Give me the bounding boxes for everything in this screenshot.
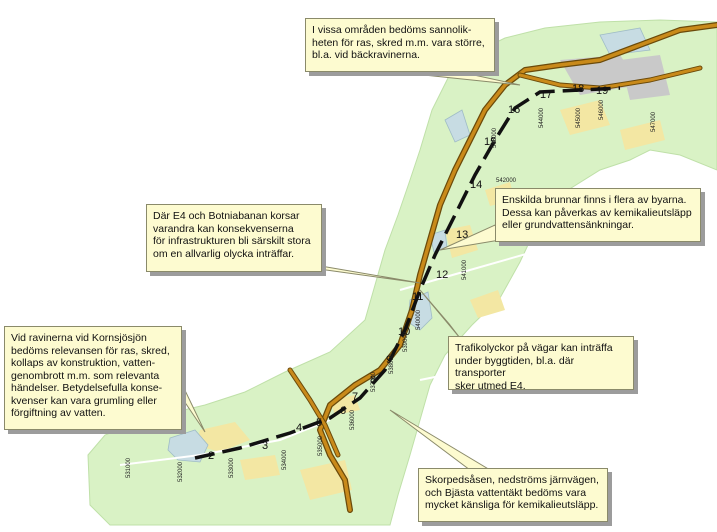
section-label: 3 <box>262 440 268 452</box>
section-label: 4 <box>296 422 302 434</box>
coordinate-label: 542000 <box>496 178 517 184</box>
section-label: 13 <box>456 229 468 241</box>
coordinate-label: 531000 <box>126 457 132 478</box>
callout-ravine-risk: I vissa områden bedöms sannolik- heten f… <box>305 18 495 72</box>
study-corridor <box>87 19 717 526</box>
coordinate-label: 534000 <box>282 449 288 470</box>
coordinate-label: 545000 <box>576 107 582 128</box>
callout-wells: Enskilda brunnar finns i flera av byarna… <box>495 188 701 242</box>
coordinate-label: 540000 <box>416 309 422 330</box>
coordinate-label: 539000 <box>403 331 409 352</box>
coordinate-label: 543000 <box>492 127 498 148</box>
coordinate-labels: 531000 532000 533000 534000 535000 53600… <box>126 99 657 482</box>
kornsjosjon-lake <box>167 429 209 463</box>
callout-traffic: Trafikolyckor på vägar kan inträffa unde… <box>448 336 634 392</box>
section-label: 2 <box>208 450 214 462</box>
section-label: 19 <box>596 85 608 97</box>
coordinate-label: 538000 <box>389 353 395 374</box>
section-label: 7 <box>352 391 358 403</box>
coordinate-label: 535000 <box>318 435 324 456</box>
section-label: 5 <box>316 417 322 429</box>
section-label: 12 <box>436 269 448 281</box>
railway-alignment <box>194 86 621 460</box>
section-label: 17 <box>540 89 552 101</box>
coordinate-label: 536000 <box>350 409 356 430</box>
coordinate-label: 532000 <box>178 461 184 482</box>
coordinate-label: 544000 <box>539 107 545 128</box>
coordinate-label: 546000 <box>599 99 605 120</box>
section-label: 10 <box>398 326 410 338</box>
coordinate-label: 533000 <box>229 457 235 478</box>
section-label: 9 <box>386 354 392 366</box>
coordinate-label: 547000 <box>651 111 657 132</box>
section-label: 18 <box>572 83 584 95</box>
callout-ravines: Vid ravinerna vid Kornsjösjön bedöms rel… <box>4 326 182 430</box>
section-label: 11 <box>412 291 423 303</box>
coordinate-label: 541000 <box>462 259 468 280</box>
section-labels: 2 3 4 5 6 7 8 9 10 11 12 13 14 15 16 17 … <box>208 83 608 462</box>
callout-crossing: Där E4 och Botniabanan korsar varandra k… <box>146 204 322 272</box>
section-label: 15 <box>484 136 496 148</box>
coordinate-label: 537000 <box>371 371 377 392</box>
section-label: 14 <box>470 179 482 191</box>
section-label: 6 <box>340 405 346 417</box>
section-label: 8 <box>370 374 376 386</box>
callout-sensitive-water: Skorpedsåsen, nedströms järnvägen, och B… <box>418 468 608 522</box>
section-label: 16 <box>508 104 520 116</box>
